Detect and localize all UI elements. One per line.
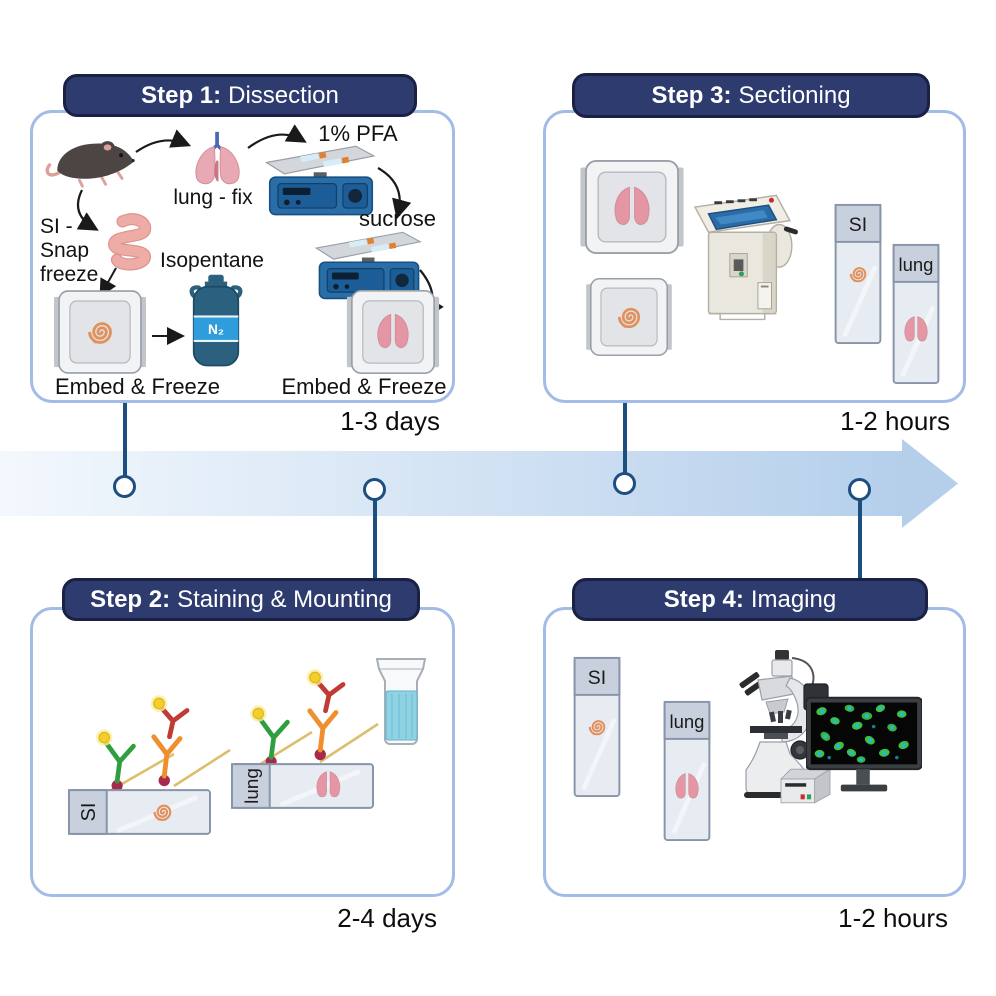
antibody-stack-icon-1 [138, 690, 194, 794]
lung-slide-label-step3: lung [899, 254, 934, 275]
step1-title-suffix: Dissection [228, 81, 339, 109]
timeline-arrow [0, 439, 958, 528]
step2-duration: 2-4 days [337, 903, 437, 933]
si-slide-step4: SI [573, 656, 621, 798]
mouse-icon [45, 141, 135, 188]
connector-step1 [123, 403, 127, 478]
step3-duration: 1-2 hours [840, 406, 950, 436]
si-slide-label-step3: SI [849, 214, 867, 236]
step1-duration: 1-3 days [340, 406, 440, 436]
timeline-node-step4 [848, 478, 871, 501]
tissue-ribbon-2 [173, 748, 231, 788]
cryostat-icon [678, 178, 802, 333]
intestine-icon [102, 212, 158, 272]
step2-box [30, 607, 455, 897]
lung-slide-step2: lung [230, 763, 375, 809]
si-slide-step2: SI [67, 789, 212, 835]
cryomold-lung-icon [346, 290, 440, 374]
embed-freeze-right-label: Embed & Freeze [281, 374, 447, 399]
sucrose-label: sucrose [358, 206, 437, 231]
step2-title-prefix: Step 2: [90, 585, 171, 613]
nitrogen-label: N₂ [208, 322, 224, 337]
si-slide-label-step4: SI [588, 667, 606, 689]
lung-slide-step4: lung [663, 700, 711, 842]
timeline-node-step3 [613, 472, 636, 495]
lungs-icon [190, 128, 246, 188]
connector-step3 [623, 403, 627, 474]
step4-title-prefix: Step 4: [663, 585, 744, 613]
arrow-cassette-to-tank [152, 327, 185, 345]
step1-header: Step 1: Dissection [63, 74, 417, 117]
cryomold-si-icon-step3 [586, 278, 672, 356]
si-slide-step3: SI [834, 203, 882, 345]
si-slide-label-step2: SI [78, 803, 100, 822]
step4-title-suffix: Imaging [750, 585, 837, 613]
arrow-shaker-to-shaker [377, 167, 412, 220]
antibody-stack-icon-2 [294, 664, 350, 768]
pfa-label: 1% PFA [318, 121, 398, 146]
lung-slide-label-step4: lung [670, 711, 705, 732]
step3-title-prefix: Step 3: [651, 81, 732, 109]
arrow-freeze-to-cassette [99, 267, 117, 298]
lung-fix-label: lung - fix [173, 186, 253, 209]
cryomold-si-icon [54, 290, 146, 374]
step3-title-suffix: Sectioning [738, 81, 851, 109]
embed-freeze-left-label: Embed & Freeze [54, 374, 221, 399]
isopentane-label: Isopentane [160, 249, 264, 272]
antibody-green-icon-1 [94, 722, 142, 796]
tissue-ribbon-4 [319, 722, 379, 764]
step2-title-suffix: Staining & Mounting [177, 585, 392, 613]
connector-step4 [858, 500, 862, 580]
monitor-icon [806, 696, 922, 796]
timeline-node-step2 [363, 478, 386, 501]
arrow-mouse-to-lungs [135, 129, 192, 153]
lung-slide-label-step2: lung [241, 768, 262, 804]
connector-step2 [373, 500, 377, 580]
nitrogen-tank-icon: N₂ [189, 274, 243, 367]
si-snap-freeze-label: SI - Snap freeze [40, 215, 99, 287]
lung-slide-step3: lung [892, 243, 940, 385]
step1-title-prefix: Step 1: [141, 81, 222, 109]
staining-jar-icon [368, 656, 434, 748]
step4-duration: 1-2 hours [838, 903, 948, 933]
cryomold-lung-icon-step3 [580, 160, 684, 254]
arrow-lungs-to-shaker [247, 124, 307, 149]
timeline-node-step1 [113, 475, 136, 498]
step4-header: Step 4: Imaging [572, 578, 928, 621]
step3-header: Step 3: Sectioning [572, 73, 930, 118]
arrow-mouse-to-intestine [76, 189, 99, 231]
step2-header: Step 2: Staining & Mounting [62, 578, 420, 621]
